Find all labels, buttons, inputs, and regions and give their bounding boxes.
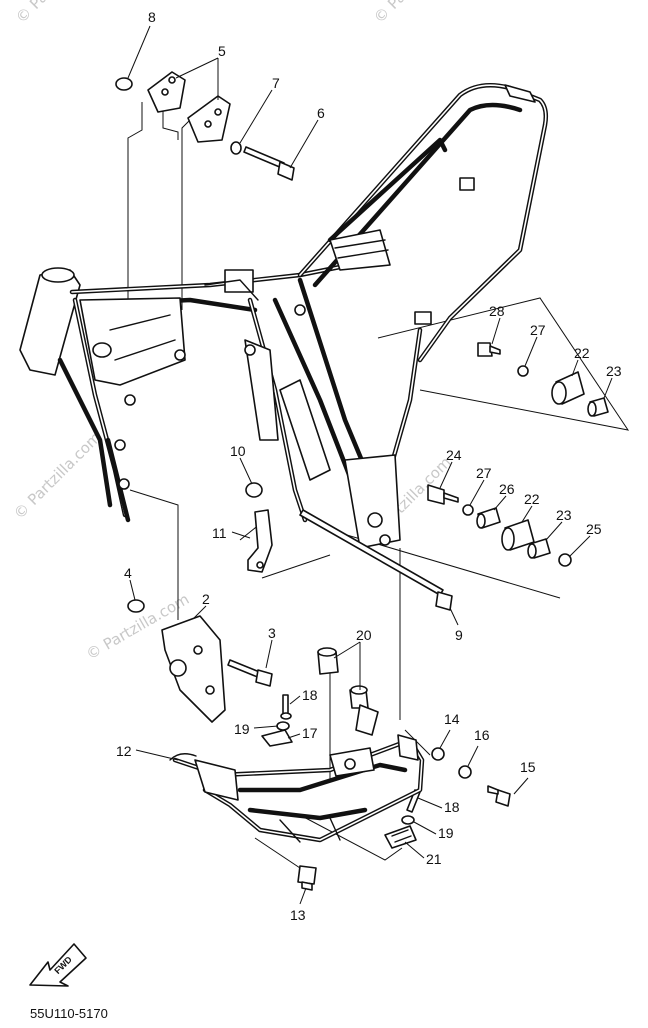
callout-21: 21: [426, 851, 442, 867]
callout-16: 16: [474, 727, 490, 743]
callout-13: 13: [290, 907, 306, 923]
callout-2: 2: [202, 591, 210, 607]
callout-27: 27: [476, 465, 492, 481]
nut-10: [245, 482, 263, 498]
clip-17: [261, 729, 293, 747]
callout-23: 23: [606, 363, 622, 379]
callout-8: 8: [148, 9, 156, 25]
part-code: 55U110-5170: [30, 1006, 108, 1021]
callout-15: 15: [520, 759, 536, 775]
callout-24: 24: [446, 447, 462, 463]
pivot-plate: [344, 454, 401, 549]
nut-4: [127, 599, 145, 613]
callout-22: 22: [524, 491, 540, 507]
bolt-6: [243, 146, 285, 169]
washer-27b: [462, 504, 474, 516]
callout-9: 9: [455, 627, 463, 643]
watermark: © Partzilla.com: [370, 0, 465, 27]
watermark: © Partzilla.com: [10, 428, 105, 523]
fwd-arrow-icon: [29, 943, 87, 987]
steering-head: [19, 269, 81, 376]
washer-16: [458, 765, 472, 779]
callout-25: 25: [586, 521, 602, 537]
through-bolt-9: [299, 509, 444, 596]
nut-8: [115, 77, 133, 91]
callout-23: 23: [556, 507, 572, 523]
callout-5: 5: [218, 43, 226, 59]
callout-14: 14: [444, 711, 460, 727]
callout-10: 10: [230, 443, 246, 459]
callout-labels: 8 5 7 6 28 27 22 23 10 24 27 26 22 23 25…: [116, 9, 622, 923]
callout-26: 26: [499, 481, 515, 497]
screw-18a: [282, 694, 289, 716]
callout-7: 7: [272, 75, 280, 91]
engine-bracket-2: [161, 615, 226, 723]
bolt-28: [477, 342, 493, 357]
callout-12: 12: [116, 743, 132, 759]
bracket-11: [247, 509, 273, 573]
washer-19a: [276, 721, 290, 731]
small-parts: [115, 71, 609, 891]
main-frame: [19, 82, 549, 549]
callout-6: 6: [317, 105, 325, 121]
lower-cradle-12: [169, 704, 425, 843]
head-gusset: [79, 297, 186, 386]
bolt-24: [427, 484, 445, 505]
callout-17: 17: [302, 725, 318, 741]
callout-18: 18: [444, 799, 460, 815]
engine-bracket-5b: [187, 95, 231, 143]
fwd-arrow: FWD: [29, 943, 87, 987]
callout-11: 11: [212, 525, 227, 541]
callout-28: 28: [489, 303, 505, 319]
callout-3: 3: [268, 625, 276, 641]
bolt-13: [297, 865, 317, 885]
leader-lines: [127, 25, 613, 905]
callout-20: 20: [356, 627, 372, 643]
clip-21: [384, 825, 417, 849]
washer-7: [230, 141, 242, 155]
washer-19b: [401, 815, 415, 825]
watermark: © Partzilla.com: [12, 0, 107, 27]
bolt-15: [495, 789, 511, 807]
callout-19: 19: [234, 721, 250, 737]
nut-25: [558, 553, 572, 567]
callout-4: 4: [124, 565, 132, 581]
washer-27a: [517, 365, 529, 377]
callout-22: 22: [574, 345, 590, 361]
callout-18: 18: [302, 687, 318, 703]
callout-19: 19: [438, 825, 454, 841]
callout-27: 27: [530, 322, 546, 338]
washer-14: [431, 747, 445, 761]
